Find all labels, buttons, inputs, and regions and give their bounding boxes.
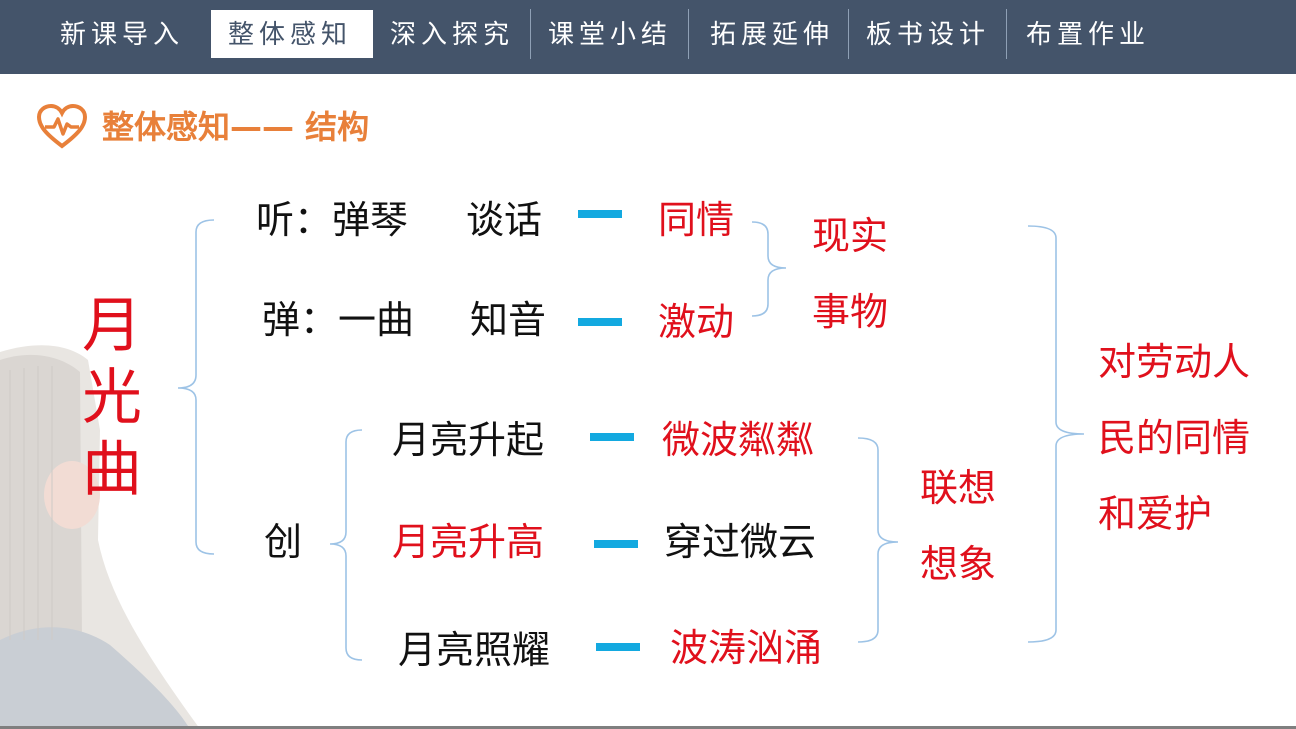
tab-board-design[interactable]: 板书设计 — [866, 20, 991, 50]
conclusion-line: 民的同情 — [1098, 416, 1251, 460]
connector-dash — [596, 643, 640, 651]
imagination-group-line: 想象 — [920, 542, 997, 586]
main-title-char: 曲 — [82, 435, 142, 505]
create-row-left: 月亮升起 — [392, 418, 545, 462]
section-title: 整体感知—— 结构 — [102, 108, 370, 146]
main-title-char: 月 — [82, 291, 142, 361]
connector-dash — [578, 210, 622, 218]
play-label: 弹：一曲 — [262, 298, 415, 342]
tab-overall-perception[interactable]: 整体感知 — [211, 10, 373, 58]
tab-homework[interactable]: 布置作业 — [1026, 20, 1151, 50]
tab-deep-inquiry[interactable]: 深入探究 — [390, 20, 515, 50]
connector-dash — [578, 318, 622, 326]
listen-result: 同情 — [658, 198, 735, 242]
tab-divider — [848, 9, 849, 59]
tab-divider — [1006, 9, 1007, 59]
imagination-group-line: 联想 — [920, 466, 997, 510]
create-row-left: 月亮升高 — [392, 520, 545, 564]
create-brace — [329, 429, 363, 661]
top-nav: 新课导入 整体感知 深入探究 课堂小结 拓展延伸 板书设计 布置作业 — [0, 0, 1296, 74]
main-title-char: 光 — [82, 363, 142, 433]
reality-brace — [751, 221, 787, 317]
tab-divider — [530, 9, 531, 59]
create-row-right: 波涛汹涌 — [670, 626, 823, 670]
tab-divider — [688, 9, 689, 59]
connector-dash — [594, 540, 638, 548]
reality-group-line: 现实 — [812, 214, 889, 258]
imagination-brace — [857, 437, 899, 643]
main-brace — [177, 219, 215, 555]
connector-dash — [590, 433, 634, 441]
tab-extension[interactable]: 拓展延伸 — [710, 20, 835, 50]
play-detail: 知音 — [470, 298, 547, 342]
create-row-left: 月亮照耀 — [398, 628, 551, 672]
heart-pulse-icon — [36, 104, 88, 149]
create-row-right: 微波粼粼 — [662, 418, 815, 462]
play-result: 激动 — [658, 300, 735, 344]
conclusion-line: 和爱护 — [1098, 492, 1213, 536]
reality-group-line: 事物 — [812, 290, 889, 334]
tab-summary[interactable]: 课堂小结 — [548, 20, 673, 50]
bottom-border — [0, 726, 1296, 729]
tab-intro[interactable]: 新课导入 — [60, 20, 185, 50]
conclusion-line: 对劳动人 — [1098, 340, 1251, 384]
create-row-right: 穿过微云 — [664, 520, 817, 564]
listen-detail: 谈话 — [466, 198, 543, 242]
create-label: 创 — [264, 520, 303, 564]
conclusion-brace — [1027, 225, 1085, 643]
listen-label: 听：弹琴 — [256, 198, 409, 242]
